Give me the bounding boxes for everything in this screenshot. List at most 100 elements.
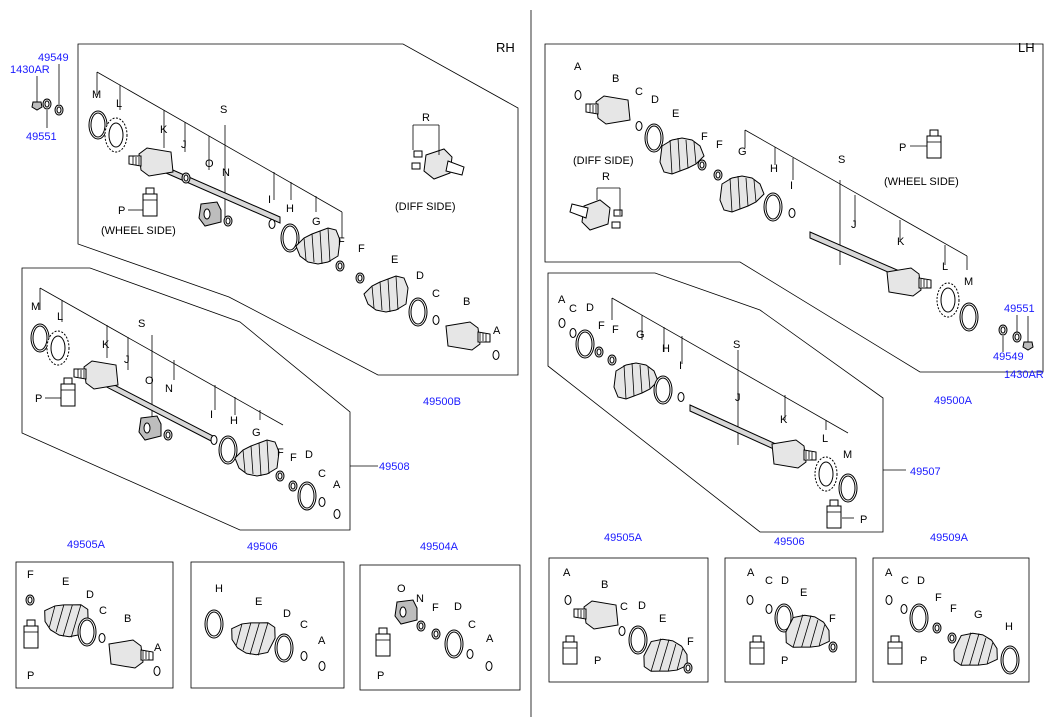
part-H-band[interactable] [653, 375, 673, 405]
kit-49505A-P-grease[interactable] [562, 635, 578, 665]
part-P-grease[interactable] [60, 377, 76, 407]
part-L-tone-wheel[interactable] [104, 117, 128, 153]
part-F-clamp-2[interactable] [607, 354, 617, 366]
part-M-seal[interactable] [30, 323, 50, 353]
part-P-grease[interactable] [926, 129, 942, 159]
kit-49506-D-band[interactable] [274, 633, 294, 663]
part-B-inner-joint[interactable] [585, 95, 631, 125]
part-L-tone-wheel[interactable] [46, 330, 70, 366]
part-G-boot[interactable] [613, 362, 659, 400]
ref-49508[interactable]: 49508 [379, 461, 410, 473]
ref-49506-lh[interactable]: 49506 [774, 536, 805, 548]
part-M-seal[interactable] [838, 473, 858, 503]
part-R-diff-joint[interactable] [569, 199, 623, 231]
ref-49551-lh[interactable]: 49551 [1004, 303, 1035, 315]
kit-49504A-A-ring[interactable] [485, 661, 493, 671]
part-O-damper[interactable] [138, 415, 162, 441]
part-M-seal[interactable] [88, 110, 108, 140]
part-M-seal[interactable] [959, 302, 979, 332]
part-N-clamp[interactable] [163, 429, 173, 441]
ref-49549-rh[interactable]: 49549 [38, 52, 69, 64]
ref-49505a-lh[interactable]: 49505A [604, 532, 643, 544]
part-A-snap-ring[interactable] [333, 509, 341, 519]
part-K-outer-joint[interactable] [886, 267, 932, 297]
part-C-circlip[interactable] [635, 121, 643, 131]
part-K-outer-joint[interactable] [128, 147, 174, 177]
kit-49509A-C-circlip[interactable] [900, 604, 908, 614]
part-G-boot[interactable] [719, 175, 765, 213]
part-F-clamp[interactable] [275, 470, 285, 482]
ref-49504a[interactable]: 49504A [420, 541, 459, 553]
part-1430AR-bolt[interactable] [1022, 315, 1034, 351]
part-D-band[interactable] [644, 123, 664, 153]
ref-49509a[interactable]: 49509A [930, 532, 969, 544]
kit-49506-H-band[interactable] [204, 609, 224, 639]
ref-49506-rh[interactable]: 49506 [247, 541, 278, 553]
kit-49505A-F-clamp[interactable] [683, 662, 693, 674]
part-A-snap-ring[interactable] [492, 350, 500, 360]
kit-49509A-F-clamp[interactable] [932, 622, 942, 634]
kit-49504A-P-grease[interactable] [375, 627, 391, 657]
kit-49505A-F-clamp[interactable] [25, 594, 35, 606]
part-D-band[interactable] [408, 297, 428, 327]
part-F-clamp-2[interactable] [713, 169, 723, 181]
kit-49505A-B-joint[interactable] [573, 600, 619, 630]
part-49551-nut[interactable] [42, 98, 52, 110]
part-H-band[interactable] [218, 435, 238, 465]
part-H-band[interactable] [763, 192, 783, 222]
part-C-circlip[interactable] [569, 328, 577, 338]
kit-49509A-A-ring[interactable] [885, 595, 893, 605]
ref-1430ar-lh[interactable]: 1430AR [1004, 369, 1044, 381]
part-B-inner-joint[interactable] [445, 321, 491, 351]
kit-49506-C-circlip[interactable] [300, 651, 308, 661]
part-F-clamp[interactable] [335, 260, 345, 272]
kit-49509A-G-boot[interactable] [949, 626, 1004, 677]
part-1430AR-bolt[interactable] [31, 75, 43, 111]
part-P-grease[interactable] [826, 499, 842, 529]
kit-49504A-N-clamp[interactable] [416, 620, 426, 632]
part-L-tone-wheel[interactable] [936, 282, 960, 318]
ref-49500a[interactable]: 49500A [934, 395, 973, 407]
part-49549-washer[interactable] [54, 104, 64, 116]
part-C-circlip[interactable] [318, 497, 326, 507]
part-I-circlip[interactable] [268, 219, 276, 229]
ref-49507[interactable]: 49507 [910, 466, 941, 478]
kit-49504A-F-clamp[interactable] [431, 628, 441, 640]
kit-49505A-A-ring[interactable] [564, 595, 572, 605]
part-49549-washer[interactable] [998, 324, 1008, 336]
kit-49505A-C-circlip[interactable] [618, 626, 626, 636]
part-D-band[interactable] [575, 329, 595, 359]
part-A-snap-ring[interactable] [558, 318, 566, 328]
part-E-boot[interactable] [659, 137, 705, 175]
part-K-outer-joint[interactable] [73, 360, 119, 390]
kit-49505A-D-band[interactable] [77, 617, 97, 647]
ref-49505a-rh[interactable]: 49505A [67, 539, 106, 551]
part-G-boot[interactable] [234, 439, 280, 477]
ref-49549-lh[interactable]: 49549 [993, 351, 1024, 363]
kit-49504A-C-circlip[interactable] [466, 649, 474, 659]
kit-49506-P-grease[interactable] [749, 635, 765, 665]
part-E-boot[interactable] [363, 275, 409, 313]
part-D-band[interactable] [297, 481, 317, 511]
part-N-clamp[interactable] [223, 215, 233, 227]
part-P-grease[interactable] [142, 187, 158, 217]
part-I-circlip[interactable] [788, 208, 796, 218]
ref-49551-rh[interactable]: 49551 [26, 131, 57, 143]
part-G-boot[interactable] [295, 227, 341, 265]
kit-49506-E-boot[interactable] [225, 611, 280, 662]
part-A-snap-ring[interactable] [574, 90, 582, 100]
part-J-clamp[interactable] [181, 172, 191, 184]
kit-49505A-E-boot[interactable] [639, 632, 694, 683]
kit-49509A-H-band[interactable] [1000, 645, 1020, 675]
kit-49505A-C-circlip[interactable] [98, 633, 106, 643]
kit-49505A-D-band[interactable] [628, 625, 648, 655]
kit-49506-A-ring[interactable] [746, 595, 754, 605]
kit-49505A-P-grease[interactable] [23, 619, 39, 649]
part-F-clamp-2[interactable] [355, 272, 365, 284]
kit-49506-C-circlip[interactable] [765, 604, 773, 614]
part-F-clamp-2[interactable] [288, 480, 298, 492]
part-I-circlip[interactable] [677, 392, 685, 402]
kit-49509A-F-clamp-2[interactable] [947, 632, 957, 644]
part-R-diff-joint[interactable] [411, 148, 465, 180]
part-O-damper[interactable] [198, 201, 222, 227]
